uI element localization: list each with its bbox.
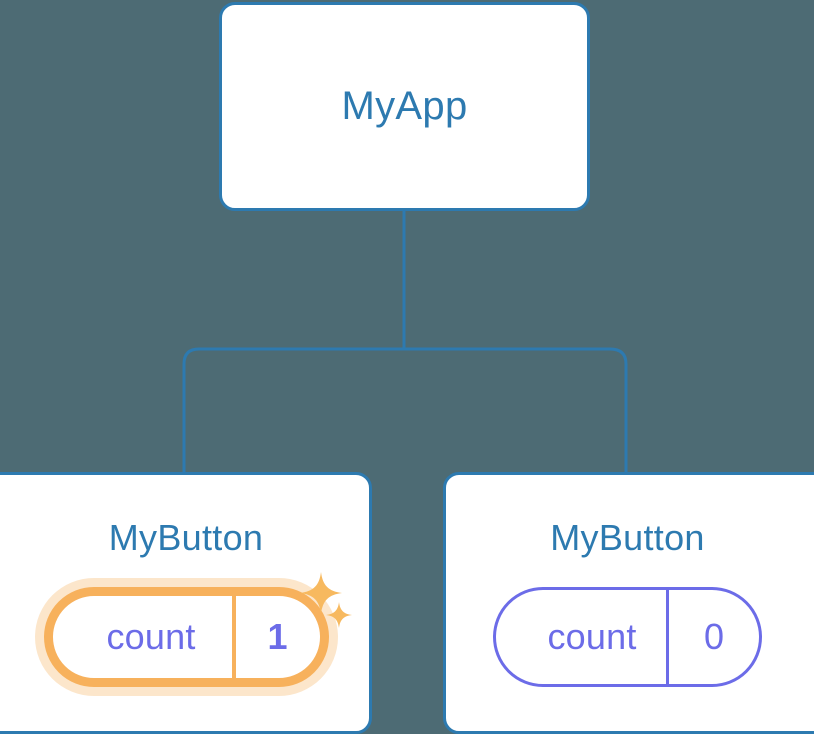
component-node-title: MyButton <box>550 517 705 558</box>
component-node-title: MyApp <box>341 84 468 128</box>
signal-pill[interactable]: count 0 <box>493 587 762 687</box>
connector-branch-bracket <box>182 347 628 474</box>
signal-pill-highlighted[interactable]: count 1 <box>43 572 352 687</box>
signal-value: 1 <box>231 596 320 678</box>
component-node-title: MyButton <box>108 517 264 558</box>
signal-name: count <box>547 616 637 657</box>
signal-value: 0 <box>666 590 759 684</box>
component-node-button-right[interactable]: MyButton count 0 <box>443 472 814 734</box>
signal-pill-wrap: count 0 <box>446 587 814 687</box>
signal-pill-wrap: count 1 <box>0 572 369 687</box>
component-node-root[interactable]: MyApp <box>219 2 590 211</box>
signal-name: count <box>106 616 196 657</box>
sparkle-icon-small <box>325 602 352 628</box>
component-node-button-left[interactable]: MyButton count 1 <box>0 472 372 734</box>
